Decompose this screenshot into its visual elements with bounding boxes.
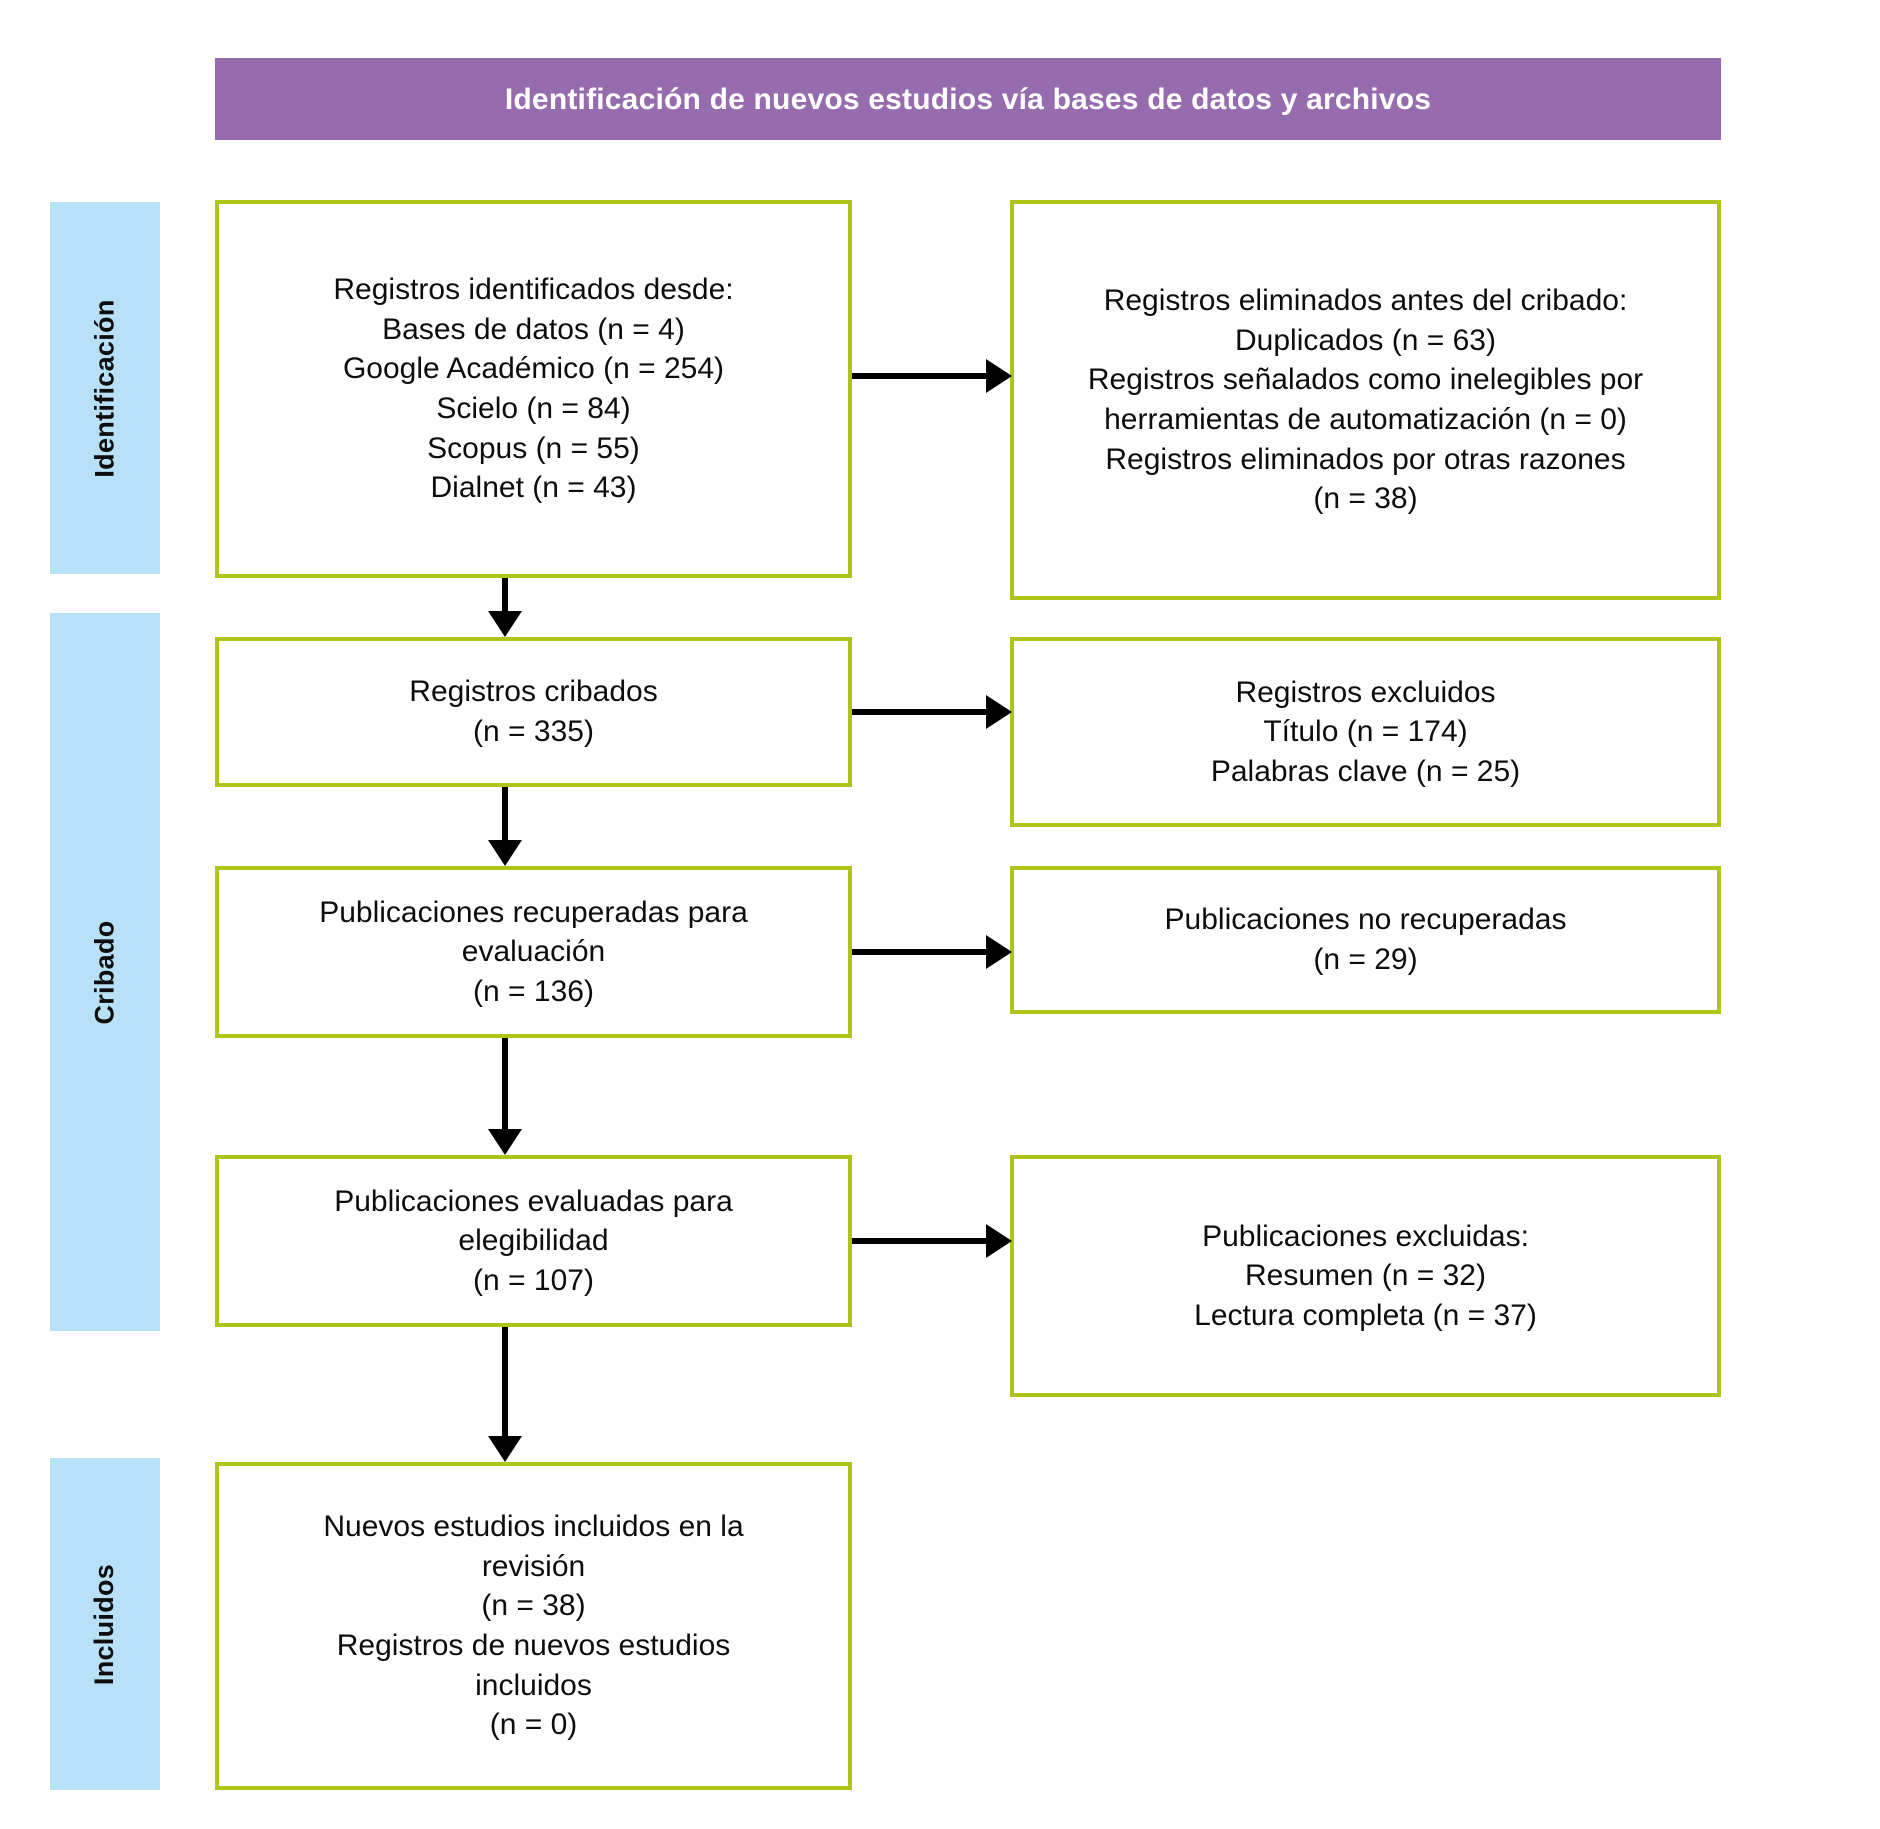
stage-label-incluidos: Incluidos <box>89 1563 120 1685</box>
stage-label-cribado: Cribado <box>89 919 120 1025</box>
arrow-identificados-to-cribados <box>487 578 523 637</box>
arrow-line <box>502 787 508 843</box>
box-publicaciones-recuperadas: Publicaciones recuperadas para evaluació… <box>215 866 852 1038</box>
box-registros-excluidos-text: Registros excluidos Título (n = 174) Pal… <box>1210 675 1521 788</box>
arrow-line <box>502 1327 508 1439</box>
arrow-recuperadas-to-evaluadas <box>487 1038 523 1155</box>
arrow-head-icon <box>986 1224 1012 1258</box>
stage-bar-cribado: Cribado <box>50 613 160 1331</box>
box-registros-cribados: Registros cribados (n = 335) <box>215 637 852 787</box>
box-publicaciones-recuperadas-text: Publicaciones recuperadas para evaluació… <box>319 895 748 1008</box>
arrow-line <box>502 578 508 614</box>
arrow-head-icon <box>488 840 522 866</box>
box-publicaciones-excluidas-text: Publicaciones excluidas: Resumen (n = 32… <box>1194 1219 1537 1332</box>
box-registros-excluidos: Registros excluidos Título (n = 174) Pal… <box>1010 637 1721 827</box>
box-registros-eliminados-antes-cribado-text: Registros eliminados antes del cribado: … <box>1087 284 1644 516</box>
arrow-head-icon <box>986 935 1012 969</box>
stage-label-identificacion: Identificación <box>89 298 120 478</box>
arrow-identificados-to-eliminados <box>852 358 1012 394</box>
arrow-line <box>852 1238 988 1244</box>
box-registros-eliminados-antes-cribado: Registros eliminados antes del cribado: … <box>1010 200 1721 600</box>
arrow-line <box>852 949 988 955</box>
box-registros-cribados-text: Registros cribados (n = 335) <box>409 675 658 748</box>
arrow-cribados-to-recuperadas <box>487 787 523 866</box>
box-publicaciones-excluidas: Publicaciones excluidas: Resumen (n = 32… <box>1010 1155 1721 1397</box>
arrow-evaluadas-to-publicaciones-excluidas <box>852 1223 1012 1259</box>
diagram-title: Identificación de nuevos estudios vía ba… <box>504 82 1432 116</box>
arrow-line <box>852 373 988 379</box>
arrow-head-icon <box>986 359 1012 393</box>
arrow-head-icon <box>488 611 522 637</box>
box-nuevos-estudios-incluidos: Nuevos estudios incluidos en la revisión… <box>215 1462 852 1790</box>
diagram-header-banner: Identificación de nuevos estudios vía ba… <box>215 58 1721 140</box>
arrow-recuperadas-to-no-recuperadas <box>852 934 1012 970</box>
box-registros-identificados-text: Registros identificados desde: Bases de … <box>333 273 734 505</box>
stage-bar-incluidos: Incluidos <box>50 1458 160 1790</box>
arrow-evaluadas-to-incluidos <box>487 1327 523 1462</box>
box-publicaciones-evaluadas: Publicaciones evaluadas para elegibilida… <box>215 1155 852 1327</box>
arrow-head-icon <box>488 1436 522 1462</box>
arrow-line <box>852 709 988 715</box>
box-publicaciones-evaluadas-text: Publicaciones evaluadas para elegibilida… <box>334 1184 733 1297</box>
box-publicaciones-no-recuperadas-text: Publicaciones no recuperadas (n = 29) <box>1164 903 1567 976</box>
box-registros-identificados: Registros identificados desde: Bases de … <box>215 200 852 578</box>
stage-bar-identificacion: Identificación <box>50 202 160 574</box>
arrow-line <box>502 1038 508 1132</box>
box-nuevos-estudios-incluidos-text: Nuevos estudios incluidos en la revisión… <box>323 1510 744 1742</box>
arrow-cribados-to-excluidos <box>852 694 1012 730</box>
box-publicaciones-no-recuperadas: Publicaciones no recuperadas (n = 29) <box>1010 866 1721 1014</box>
arrow-head-icon <box>986 695 1012 729</box>
arrow-head-icon <box>488 1129 522 1155</box>
